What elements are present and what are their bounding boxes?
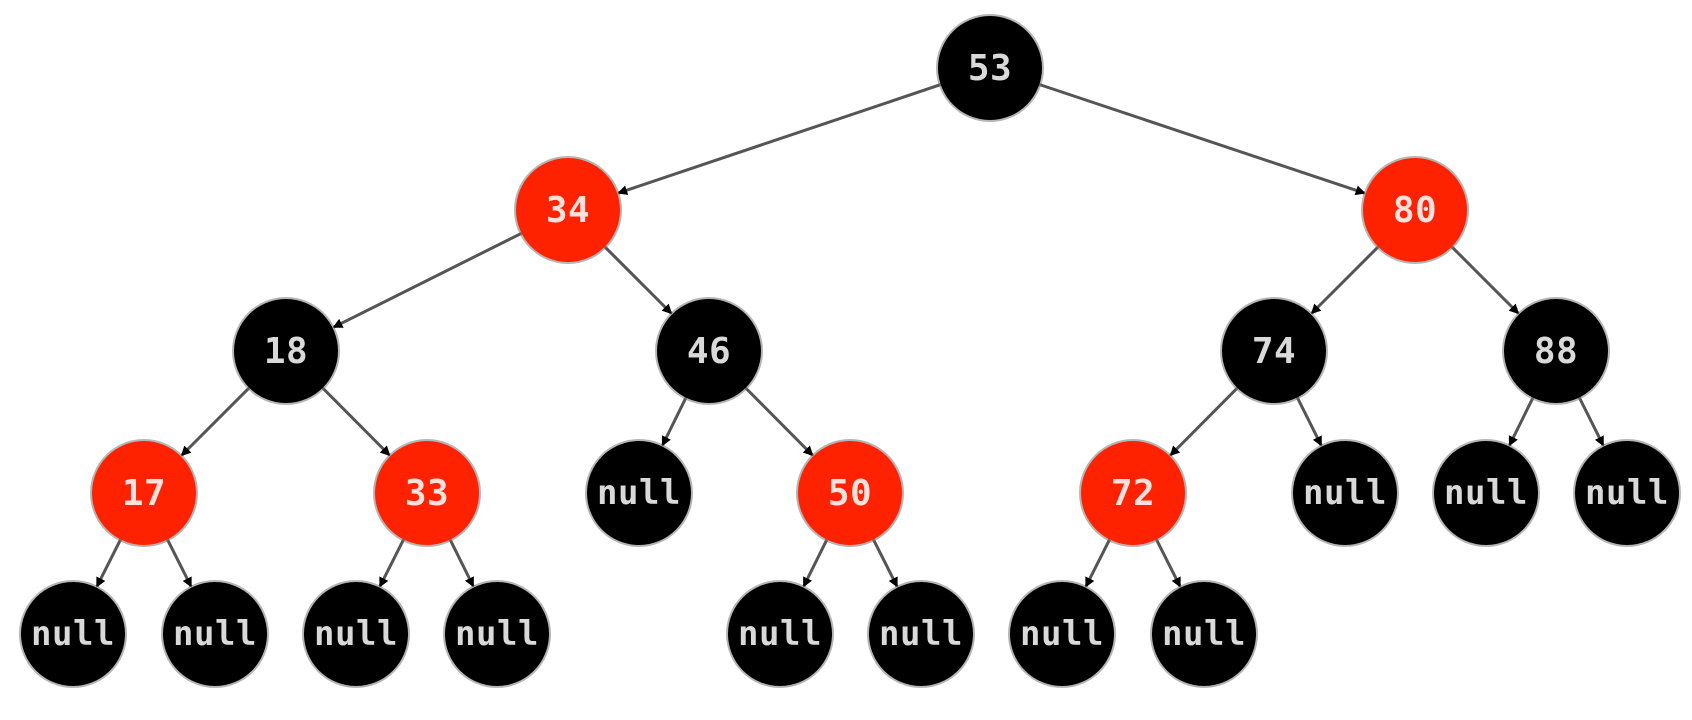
tree-edge-arrow [661,396,688,447]
node-label: 17 [121,472,167,514]
node-label: 72 [1110,472,1156,514]
node-label: null [173,614,257,654]
null-leaf-node: null [1434,441,1538,545]
tree-node-18: 18 [234,299,338,403]
tree-edge-arrow [448,538,475,588]
node-label: null [1303,473,1387,513]
null-leaf-node: null [869,582,973,686]
node-label: 88 [1533,330,1579,372]
tree-edge-arrow [1169,386,1239,457]
node-label: null [738,614,822,654]
null-leaf-node: null [163,582,267,686]
null-leaf-node: null [445,582,549,686]
tree-node-72: 72 [1081,441,1185,545]
tree-node-33: 33 [375,441,479,545]
tree-edge-arrow [617,83,942,195]
tree-edge-arrow [744,386,814,457]
null-leaf-node: null [21,582,125,686]
tree-edge-arrow [332,231,523,329]
node-label: null [1162,614,1246,654]
tree-edge-arrow [321,386,391,457]
node-label: null [1444,473,1528,513]
node-label: 80 [1392,189,1438,231]
tree-edge-arrow [603,245,673,315]
tree-node-17: 17 [92,441,196,545]
node-label: 53 [967,47,1013,89]
null-leaf-node: null [1152,582,1256,686]
tree-node-74: 74 [1222,299,1326,403]
tree-node-34: 34 [516,158,620,262]
null-leaf-node: null [1293,441,1397,545]
null-leaf-node: null [304,582,408,686]
null-leaf-node: null [1010,582,1114,686]
tree-edge-arrow [1084,538,1111,588]
tree-node-88: 88 [1504,299,1608,403]
node-label: null [31,614,115,654]
node-label: null [597,473,681,513]
tree-node-50: 50 [798,441,902,545]
tree-edge-arrow [180,386,251,457]
node-label: null [455,614,539,654]
null-leaf-node: null [587,441,691,545]
tree-edge-arrow [1508,396,1535,447]
tree-edge-arrow [95,538,122,588]
node-label: 34 [545,189,591,231]
node-label: null [1585,473,1669,513]
node-label: null [314,614,398,654]
node-label: null [1020,614,1104,654]
tree-edge-arrow [166,538,193,588]
tree-edge-arrow [1310,245,1380,315]
tree-node-80: 80 [1363,158,1467,262]
tree-edge-arrow [378,538,405,588]
null-leaf-node: null [1575,441,1679,545]
tree-node-53: 53 [938,16,1042,120]
node-label: 46 [686,330,732,372]
tree-edge-arrow [872,538,899,588]
tree-edge-arrow [802,538,829,588]
node-label: 50 [827,472,873,514]
tree-edge-arrow [1450,245,1520,315]
node-label: 74 [1251,330,1297,372]
tree-edge-arrow [1038,83,1366,196]
tree-node-46: 46 [657,299,761,403]
node-label: 33 [404,472,450,514]
null-leaf-node: null [728,582,832,686]
tree-edge-arrow [1577,396,1605,447]
node-label: 18 [263,330,309,372]
tree-edge-arrow [1155,538,1182,588]
node-label: null [879,614,963,654]
tree-edge-arrow [1295,396,1323,447]
